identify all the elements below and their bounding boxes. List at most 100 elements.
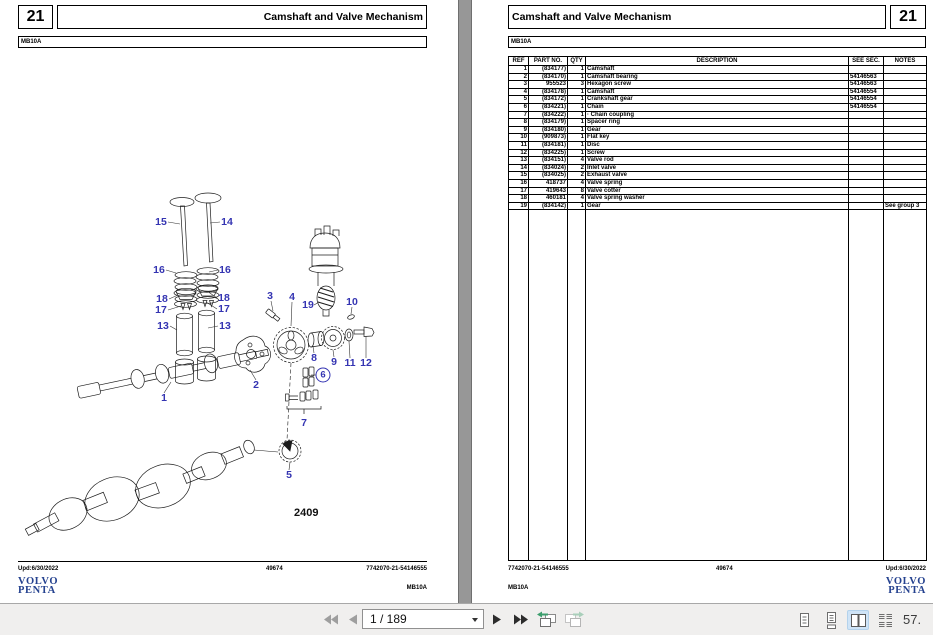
cell-part: 955523 xyxy=(528,80,568,89)
cell-qty: 1 xyxy=(567,201,586,211)
cell-notes: See group 3 xyxy=(883,201,927,211)
left-page-title-box: Camshaft and Valve Mechanism xyxy=(57,5,427,29)
cell-sec xyxy=(848,171,884,180)
cell-sec xyxy=(848,110,884,120)
callout-2: 2 xyxy=(253,379,259,391)
cell-desc: Valve spring washer xyxy=(585,194,849,203)
next-view-button[interactable] xyxy=(564,611,584,634)
cell-desc: Hexagon screw xyxy=(585,80,849,89)
parts-table: REF PART NO. QTY DESCRIPTION SEE SEC. NO… xyxy=(508,56,927,561)
cell-sec xyxy=(848,133,884,142)
logo-volvo: VOLVO xyxy=(18,576,59,587)
left-model-label: MB10A xyxy=(21,39,42,45)
footer-updated: Upd:6/30/2022 xyxy=(18,566,59,572)
zoom-level-display[interactable]: 57. xyxy=(903,612,922,627)
footer-rule xyxy=(18,561,427,563)
empty-cell xyxy=(585,209,849,561)
cell-ref: 10 xyxy=(508,133,529,142)
volvo-penta-logo: VOLVO PENTA xyxy=(18,576,59,595)
callout-19: 19 xyxy=(302,299,314,311)
cell-qty: 1 xyxy=(567,95,586,104)
cell-qty: 1 xyxy=(567,140,586,150)
footer-model: MB10A xyxy=(406,585,427,591)
figure-number: 2409 xyxy=(294,507,319,519)
cell-part: (834151) xyxy=(528,156,568,165)
cell-desc: Flat key xyxy=(585,133,849,142)
logo-volvo: VOLVO xyxy=(885,576,926,587)
continuous-view-icon xyxy=(826,611,836,629)
cell-desc: Valve cotter xyxy=(585,186,849,196)
right-model-box: MB10A xyxy=(508,36,926,48)
first-page-button[interactable] xyxy=(322,613,339,631)
callout-18-left: 18 xyxy=(156,293,168,305)
previous-page-icon xyxy=(349,614,357,625)
cell-notes xyxy=(883,148,927,158)
right-page-number-box: 21 xyxy=(890,5,926,29)
right-page: Camshaft and Valve Mechanism 21 MB10A RE… xyxy=(472,0,933,603)
cell-qty: 1 xyxy=(567,125,586,135)
cell-part: 418737 xyxy=(528,178,568,188)
next-page-button[interactable] xyxy=(492,613,503,631)
cell-part: (909873) xyxy=(528,133,568,142)
callout-16-left: 16 xyxy=(153,264,165,276)
cell-qty: 1 xyxy=(567,118,586,127)
left-footer-line: Upd:6/30/2022 49674 7742070-21-54146555 xyxy=(18,566,427,574)
cell-sec xyxy=(848,118,884,127)
cell-ref: 11 xyxy=(508,140,529,150)
callout-4: 4 xyxy=(289,291,295,303)
last-page-button[interactable] xyxy=(513,613,530,631)
empty-cell xyxy=(508,209,529,561)
two-page-continuous-view-button[interactable] xyxy=(874,610,896,630)
continuous-view-button[interactable] xyxy=(820,610,842,630)
col-header-qty: QTY xyxy=(567,56,586,66)
cell-desc: Valve rod xyxy=(585,156,849,165)
page-select-caret-icon[interactable] xyxy=(472,618,478,622)
cell-notes xyxy=(883,95,927,104)
cell-ref: 16 xyxy=(508,178,529,188)
cell-desc: Camshaft bearing xyxy=(585,72,849,82)
callout-7: 7 xyxy=(301,417,307,429)
cell-sec xyxy=(848,148,884,158)
cell-ref: 17 xyxy=(508,186,529,196)
cell-ref: 2 xyxy=(508,72,529,82)
cell-qty: 2 xyxy=(567,171,586,180)
page-number-field[interactable]: 1 / 189 xyxy=(362,609,484,629)
viewer-toolbar: 1 / 189 xyxy=(0,603,933,635)
cell-sec: 54146554 xyxy=(848,87,884,97)
cell-ref: 15 xyxy=(508,171,529,180)
callout-17-right: 17 xyxy=(218,303,230,315)
cell-ref: 9 xyxy=(508,125,529,135)
two-page-view-button[interactable] xyxy=(847,610,869,630)
cell-sec: 54146563 xyxy=(848,72,884,82)
cell-notes xyxy=(883,156,927,165)
cell-part: (834170) xyxy=(528,72,568,82)
cell-sec xyxy=(848,186,884,196)
cell-qty: 4 xyxy=(567,178,586,188)
cell-notes xyxy=(883,171,927,180)
page-number-value: 1 / 189 xyxy=(370,612,407,626)
previous-page-button[interactable] xyxy=(347,613,358,631)
single-page-view-button[interactable] xyxy=(793,610,815,630)
cell-sec xyxy=(848,65,884,74)
cell-sec xyxy=(848,156,884,165)
cell-desc: Crankshaft gear xyxy=(585,95,849,104)
two-page-continuous-view-icon xyxy=(878,613,892,627)
parts-table-header-row: REF PART NO. QTY DESCRIPTION SEE SEC. NO… xyxy=(508,56,927,66)
next-view-icon xyxy=(565,611,584,627)
callout-14: 14 xyxy=(221,216,233,228)
previous-view-button[interactable] xyxy=(537,611,557,634)
empty-cell xyxy=(883,209,927,561)
cell-qty: 1 xyxy=(567,72,586,82)
table-empty-area xyxy=(508,209,927,561)
cell-notes xyxy=(883,133,927,142)
